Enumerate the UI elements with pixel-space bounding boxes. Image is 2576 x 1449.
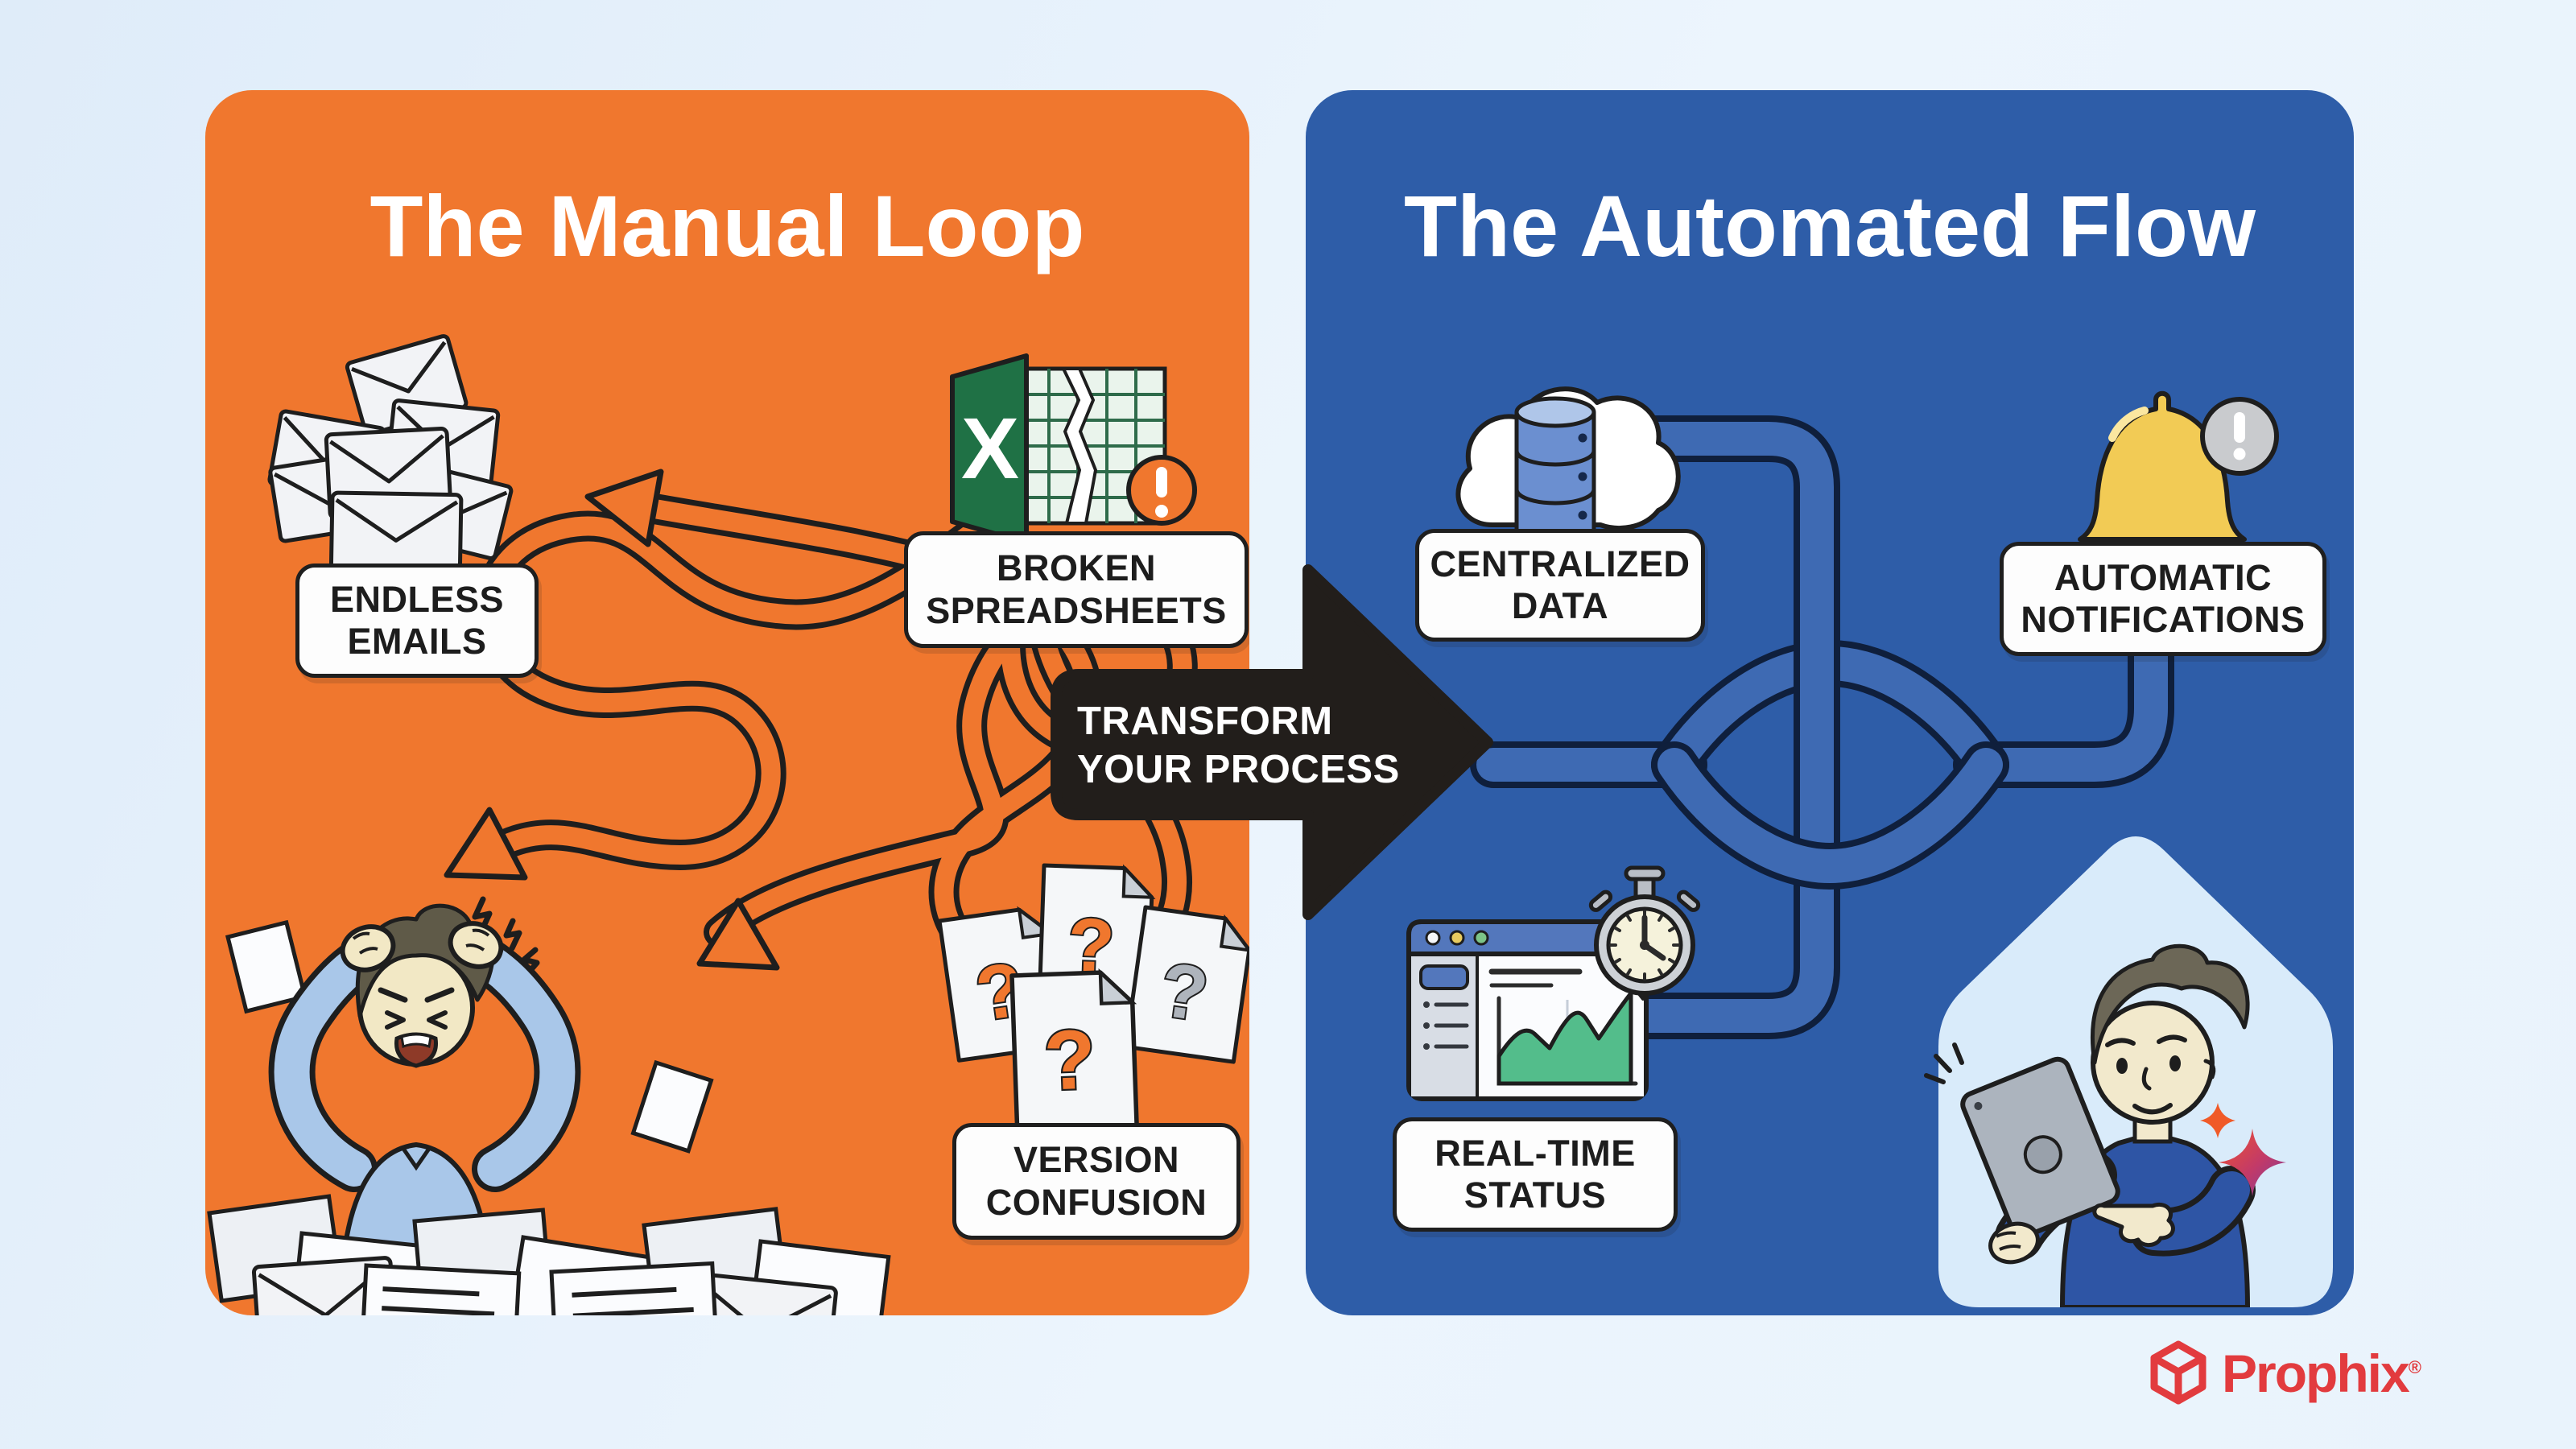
- label-line: VERSION: [1013, 1139, 1180, 1181]
- sparkle-icon-small: [2200, 1103, 2235, 1138]
- label-line: DATA: [1511, 585, 1609, 626]
- label-line: ENDLESS: [329, 578, 505, 620]
- person-with-tablet-illustration: [1924, 836, 2333, 1307]
- spreadsheet-crack: [1060, 367, 1098, 525]
- arrowhead-down-right: [696, 898, 780, 971]
- label-line: AUTOMATIC: [2054, 556, 2273, 598]
- endless-emails-label: ENDLESS EMAILS: [295, 564, 539, 678]
- arrow-text-line: YOUR PROCESS: [1077, 748, 1400, 791]
- frustrated-person-illustration: [207, 896, 891, 1315]
- svg-text:?: ?: [1042, 1012, 1097, 1108]
- label-line: EMAILS: [347, 621, 487, 662]
- tap-marks: [1924, 1042, 1964, 1084]
- paper-pile: [207, 1194, 891, 1315]
- label-line: CENTRALIZED: [1430, 543, 1690, 584]
- transform-arrow-text: TRANSFORM YOUR PROCESS: [1077, 697, 1400, 794]
- arrowhead-up-left: [584, 469, 664, 547]
- tablet: [1960, 1056, 2120, 1239]
- label-line: STATUS: [1463, 1174, 1607, 1216]
- arrowhead-down-left: [444, 807, 528, 881]
- question-documents-icon: ? ? ? ?: [937, 863, 1249, 1133]
- email-pile-icon: [267, 334, 514, 578]
- centralized-data-label: CENTRALIZED DATA: [1415, 529, 1705, 642]
- label-line: CONFUSION: [985, 1181, 1208, 1223]
- label-line: NOTIFICATIONS: [2021, 599, 2306, 640]
- transform-arrow-shape: [1051, 564, 1493, 920]
- manual-panel-title: The Manual Loop: [369, 177, 1085, 275]
- prophix-cube-icon: [2150, 1340, 2207, 1405]
- label-line: BROKEN: [996, 547, 1156, 589]
- version-confusion-label: VERSION CONFUSION: [952, 1123, 1241, 1240]
- label-line: SPREADSHEETS: [926, 589, 1227, 631]
- status-dashboard-icon: [1406, 919, 1652, 1101]
- real-time-status-label: REAL-TIME STATUS: [1393, 1117, 1678, 1232]
- broken-spreadsheet-icon: X: [950, 353, 1197, 545]
- sparkle-icon-large: [2219, 1129, 2286, 1196]
- arrow-text-line: TRANSFORM: [1077, 700, 1333, 743]
- transform-arrow: TRANSFORM YOUR PROCESS: [1030, 547, 1513, 934]
- stopwatch-icon: [1588, 865, 1701, 996]
- registered-mark: ®: [2408, 1357, 2421, 1377]
- automatic-notifications-label: AUTOMATIC NOTIFICATIONS: [2000, 542, 2326, 656]
- prophix-logo: Prophix®: [2148, 1340, 2421, 1407]
- notification-bell-icon: [2078, 390, 2279, 568]
- label-line: REAL-TIME: [1435, 1132, 1636, 1174]
- broken-spreadsheets-label: BROKEN SPREADSHEETS: [904, 531, 1249, 648]
- manual-loop-illustrations: X ? ? ?: [207, 334, 1249, 1315]
- automated-flow-panel: The Automated Flow CENTRALIZED DATA AUTO…: [1306, 90, 2354, 1315]
- svg-text:X: X: [961, 399, 1019, 497]
- automated-panel-title: The Automated Flow: [1404, 177, 2256, 275]
- automated-flow-pipes: [1470, 415, 2174, 1039]
- cloud-database-icon: [1455, 386, 1681, 545]
- brand-wordmark: Prophix®: [2222, 1344, 2421, 1403]
